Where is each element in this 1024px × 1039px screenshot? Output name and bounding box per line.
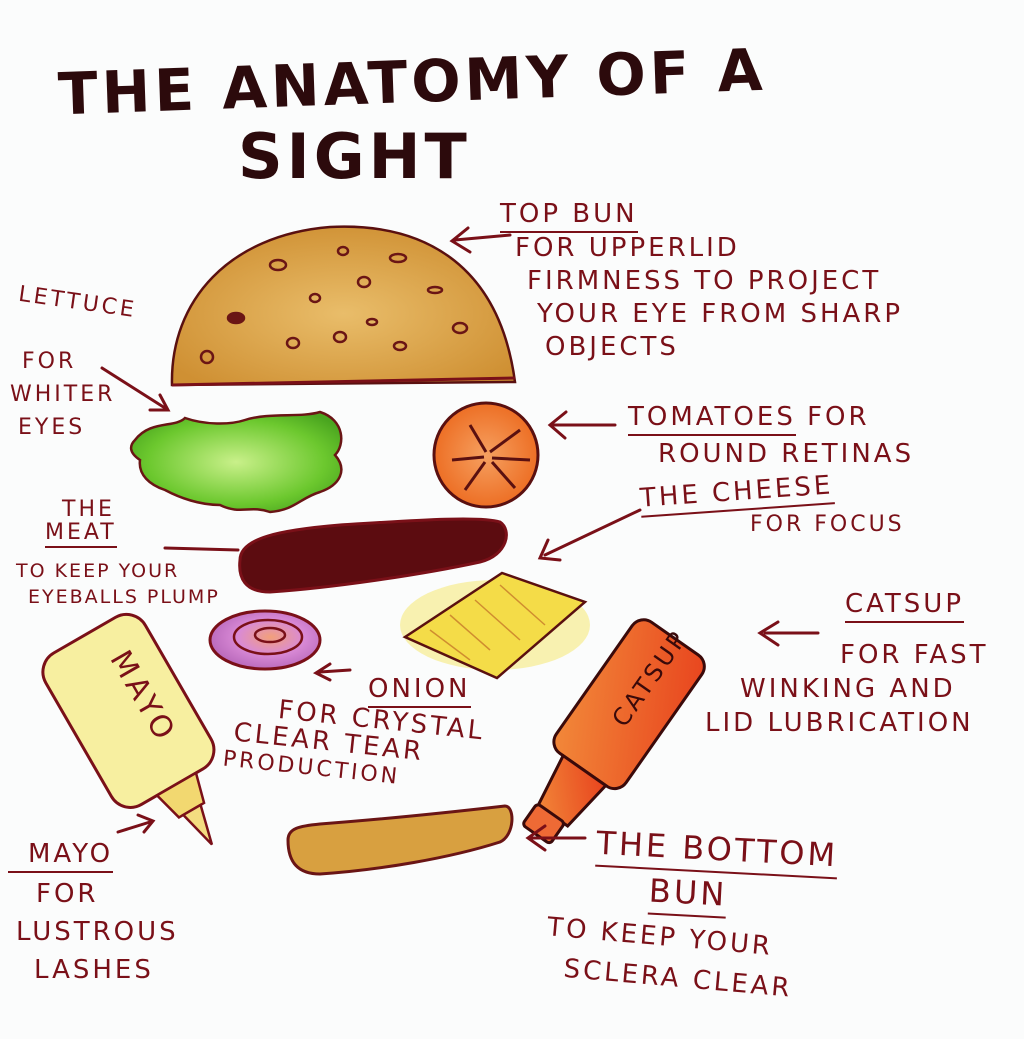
- desc-line: WINKING AND: [740, 674, 956, 704]
- desc-catsup: FOR FAST WINKING AND LID LUBRICATION: [705, 638, 989, 740]
- label-top-bun: TOP BUN: [500, 199, 638, 233]
- desc-line: LID LUBRICATION: [705, 708, 974, 738]
- bottom-bun-drawing: [286, 804, 514, 876]
- label-mayo: MAYO: [8, 839, 114, 873]
- desc-line: EYES: [18, 415, 86, 440]
- label-tomatoes-suffix: FOR: [807, 402, 870, 432]
- desc-line: FOR: [22, 349, 77, 374]
- label-meat-name: MEAT: [45, 520, 117, 549]
- label-mayo-name: MAYO: [8, 839, 114, 873]
- label-bottom-bun-line2: BUN: [647, 869, 729, 919]
- desc-line: EYEBALLS PLUMP: [28, 586, 220, 608]
- label-tomatoes: TOMATOES FOR: [628, 402, 870, 436]
- desc-line: FOR: [36, 879, 99, 909]
- desc-line: WHITER: [10, 382, 116, 407]
- desc-lettuce: FOR WHITER EYES: [10, 345, 115, 444]
- desc-line: FOR UPPERLID: [515, 233, 740, 263]
- label-catsup-name: CATSUP: [845, 589, 965, 623]
- desc-line: YOUR EYE FROM SHARP: [537, 299, 904, 329]
- onion-drawing: [208, 609, 322, 671]
- label-bottom-bun: THE BOTTOM BUN: [593, 821, 840, 925]
- pointer-arrows: [100, 226, 820, 852]
- desc-tomatoes: ROUND RETINAS: [658, 439, 915, 469]
- desc-mayo: FOR LUSTROUS LASHES: [16, 875, 179, 989]
- desc-top-bun: FOR UPPERLID FIRMNESS TO PROJECT YOUR EY…: [515, 232, 903, 364]
- mayo-bottle-drawing: [41, 612, 216, 846]
- tomato-drawing: [432, 401, 540, 509]
- label-tomatoes-name: TOMATOES: [628, 402, 796, 436]
- catsup-bottle-drawing: [522, 618, 706, 845]
- label-meat-prefix: THE: [62, 497, 115, 522]
- label-catsup: CATSUP: [845, 589, 965, 623]
- label-onion: ONION: [368, 674, 471, 708]
- meat-drawing: [238, 517, 508, 594]
- desc-line: LUSTROUS: [16, 917, 179, 947]
- label-meat: MEAT: [45, 520, 117, 549]
- top-bun-drawing: [170, 225, 517, 387]
- desc-line: FIRMNESS TO PROJECT: [527, 266, 882, 296]
- label-top-bun-name: TOP BUN: [500, 199, 638, 233]
- lettuce-drawing: [129, 410, 343, 514]
- desc-cheese: FOR FOCUS: [750, 512, 905, 537]
- label-onion-name: ONION: [368, 674, 471, 708]
- desc-line: FOR FAST: [840, 640, 989, 670]
- desc-line: TO KEEP YOUR: [16, 560, 180, 582]
- page-subtitle: SIGHT: [238, 120, 471, 193]
- desc-meat: TO KEEP YOUR EYEBALLS PLUMP: [16, 558, 220, 610]
- desc-line: OBJECTS: [545, 332, 679, 362]
- desc-line: LASHES: [34, 955, 154, 985]
- cheese-drawing: [400, 571, 590, 680]
